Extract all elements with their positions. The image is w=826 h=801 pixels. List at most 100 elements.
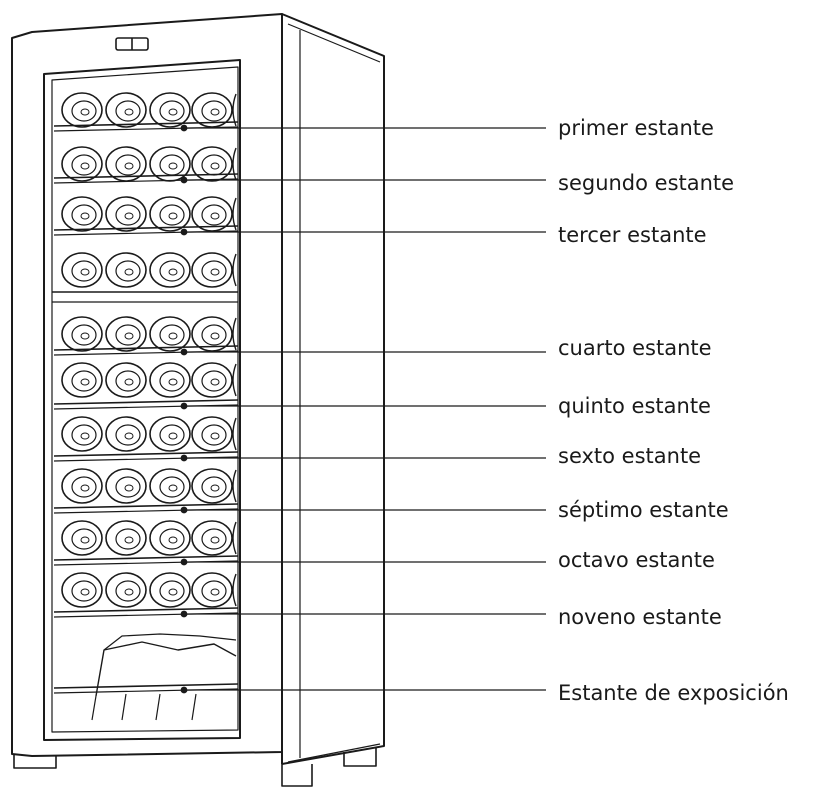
bottle-ring (71, 580, 97, 602)
callout: tercer estante (180, 223, 707, 247)
bottle-ring (159, 324, 185, 346)
bottle-neck (80, 378, 90, 386)
bottle-row (61, 468, 237, 504)
bottle-neck (80, 536, 90, 544)
bottle-neck (124, 212, 134, 220)
bottle-ring (159, 154, 185, 176)
bottle-neck (210, 108, 220, 116)
bottle-ring (201, 528, 227, 550)
bottle-partial (232, 253, 237, 287)
bottle-outline (149, 572, 191, 608)
bottle-ring (71, 100, 97, 122)
bottle-neck (210, 484, 220, 492)
bottle-outline (61, 572, 103, 608)
bottle-row (61, 316, 237, 352)
bottle-neck (168, 588, 178, 596)
bottle-outline (105, 362, 147, 398)
shelf-label: noveno estante (558, 605, 722, 629)
bottle-partial (232, 521, 237, 555)
shelf-label: Estante de exposición (558, 681, 789, 705)
shelf-rail (53, 399, 239, 410)
bottle-neck (210, 588, 220, 596)
bottle-neck (124, 332, 134, 340)
callout: noveno estante (180, 605, 722, 629)
bottle-partial (232, 197, 237, 231)
bottle-ring (159, 476, 185, 498)
bottle-ring (159, 204, 185, 226)
bottle-ring (159, 424, 185, 446)
bottle-neck (168, 212, 178, 220)
bottle-ring (201, 580, 227, 602)
bottle-row (61, 252, 237, 288)
bottle-ring (71, 260, 97, 282)
bottle-ring (115, 370, 141, 392)
bottle-outline (149, 316, 191, 352)
bottle-outline (191, 468, 233, 504)
bottle-ring (71, 476, 97, 498)
bottle-partial (232, 93, 237, 127)
bottle-outline (191, 362, 233, 398)
bottle-neck (168, 268, 178, 276)
callout: sexto estante (180, 444, 701, 468)
bottle-neck (80, 212, 90, 220)
bottle-neck (210, 268, 220, 276)
bottle-outline (61, 468, 103, 504)
callout: Estante de exposición (180, 681, 789, 705)
bottle-ring (115, 260, 141, 282)
bottle-neck (168, 536, 178, 544)
bottle-neck (210, 332, 220, 340)
bottle-partial (232, 573, 237, 607)
bottle-neck (168, 162, 178, 170)
bottle-neck (168, 432, 178, 440)
bottle-outline (191, 252, 233, 288)
bottle-neck (210, 378, 220, 386)
bottle-outline (105, 468, 147, 504)
bottle-outline (61, 416, 103, 452)
bottle-ring (201, 100, 227, 122)
bottle-ring (201, 424, 227, 446)
bottle-ring (115, 424, 141, 446)
bottle-neck (124, 536, 134, 544)
bottle-outline (149, 196, 191, 232)
bottle-neck (124, 484, 134, 492)
bottle-partial (232, 317, 237, 351)
bottle-outline (61, 196, 103, 232)
bottle-ring (159, 260, 185, 282)
callout: octavo estante (180, 548, 715, 572)
bottle-ring (71, 528, 97, 550)
callout: séptimo estante (180, 498, 729, 522)
bottle-partial (232, 147, 237, 181)
shelf-rail (53, 451, 239, 462)
bottle-ring (201, 204, 227, 226)
bottle-outline (61, 316, 103, 352)
bottle-ring (71, 204, 97, 226)
bottle-neck (124, 588, 134, 596)
bottle-ring (71, 424, 97, 446)
bottle-neck (80, 108, 90, 116)
bottle-ring (71, 154, 97, 176)
bottle-row (61, 416, 237, 452)
bottle-ring (159, 100, 185, 122)
bottle-ring (201, 370, 227, 392)
bottle-outline (149, 520, 191, 556)
bottle-outline (191, 146, 233, 182)
bottle-outline (105, 416, 147, 452)
callout: primer estante (180, 116, 714, 140)
bottle-outline (149, 362, 191, 398)
bottle-row (61, 362, 237, 398)
bottle-ring (115, 476, 141, 498)
shelf-label: sexto estante (558, 444, 701, 468)
bottle-neck (124, 268, 134, 276)
bottle-neck (168, 378, 178, 386)
bottle-outline (105, 316, 147, 352)
bottle-outline (61, 520, 103, 556)
shelf-label: primer estante (558, 116, 714, 140)
bottle-row (61, 196, 237, 232)
bottle-neck (168, 332, 178, 340)
bottle-neck (80, 432, 90, 440)
bottle-outline (61, 252, 103, 288)
bottle-neck (124, 432, 134, 440)
bottle-neck (210, 212, 220, 220)
